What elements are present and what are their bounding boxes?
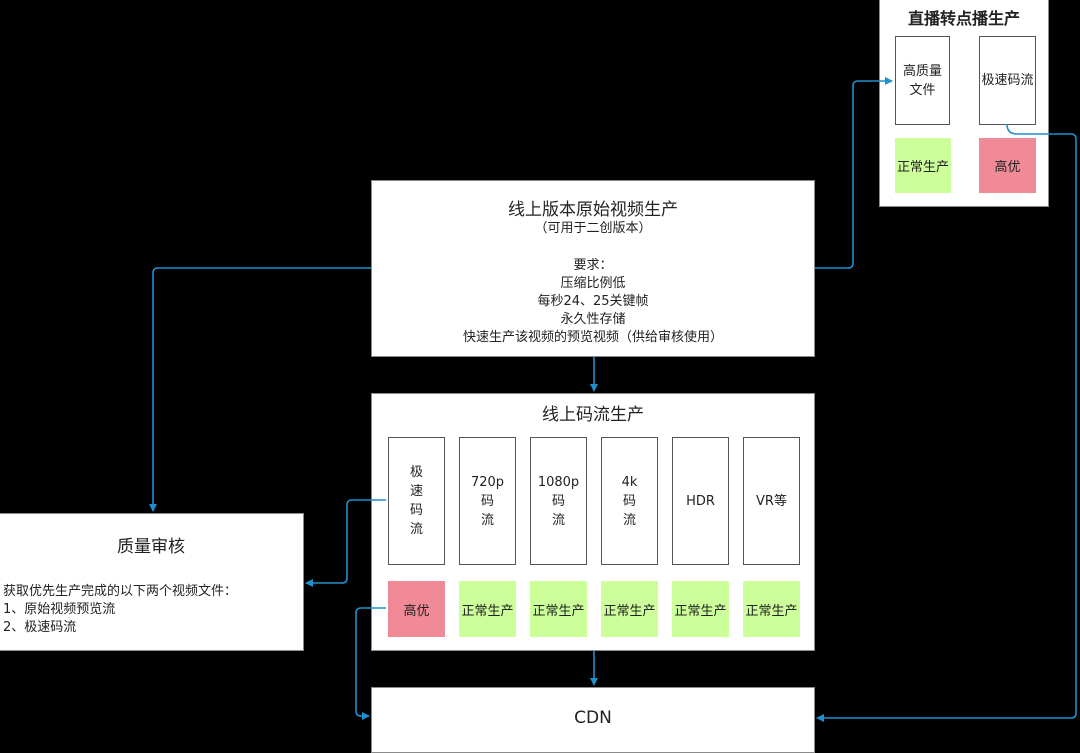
- high-quality-file-label-1: 高质量: [902, 63, 942, 79]
- quality-review-box: 质量审核 获取优先生产完成的以下两个视频文件： 1、原始视频预览流 2、极速码流: [0, 513, 304, 651]
- high-quality-file-node: 高质量 文件: [895, 36, 950, 125]
- source-video-production-box: 线上版本原始视频生产 （可用于二创版本） 要求： 压缩比例低 每秒24、25关键…: [371, 180, 815, 357]
- stream-label: 流: [622, 512, 636, 528]
- quality-review-line-2: 1、原始视频预览流: [3, 602, 116, 617]
- stream-label: 码: [409, 503, 423, 518]
- stream-label: 速: [409, 484, 423, 499]
- normal-priority-tag-720p: 正常生产: [459, 581, 516, 637]
- normal-priority-tag-1080p: 正常生产: [530, 581, 587, 637]
- arrow-top-fast-stream-to-cdn: [816, 123, 1077, 722]
- requirements-label: 要求：: [573, 258, 613, 273]
- stream-node-1080p: 1080p 码流: [530, 437, 587, 565]
- normal-priority-tag-vr: 正常生产: [743, 581, 800, 637]
- stream-label: 码: [622, 493, 636, 509]
- source-video-subtitle: （可用于二创版本）: [534, 221, 652, 236]
- live-to-vod-title: 直播转点播生产: [907, 9, 1020, 28]
- requirement-4: 快速生产该视频的预览视频（供给审核使用）: [462, 330, 723, 345]
- stream-node-hdr: HDR: [672, 437, 729, 565]
- stream-label: HDR: [686, 493, 715, 509]
- stream-node-fast: 极速码流: [388, 437, 445, 565]
- stream-production-title: 线上码流生产: [542, 405, 644, 425]
- stream-label: 极: [409, 465, 423, 480]
- stream-label: 4k: [621, 474, 638, 490]
- stream-label: 720p: [470, 474, 505, 490]
- normal-priority-tag-top: 正常生产: [895, 138, 951, 193]
- stream-label: 流: [409, 522, 423, 537]
- stream-node-720p: 720p 码流: [459, 437, 516, 565]
- stream-label: 流: [480, 512, 494, 528]
- source-video-title: 线上版本原始视频生产: [508, 200, 678, 220]
- quality-review-line-3: 2、极速码流: [3, 620, 77, 635]
- stream-label: 1080p: [537, 474, 580, 490]
- stream-label: 流: [551, 512, 565, 528]
- requirement-1: 压缩比例低: [560, 276, 626, 291]
- requirement-2: 每秒24、25关键帧: [537, 294, 649, 309]
- arrow-source-to-review: [149, 267, 371, 512]
- requirement-3: 永久性存储: [560, 312, 626, 327]
- cdn-box: CDN: [371, 687, 815, 753]
- quality-review-line-1: 获取优先生产完成的以下两个视频文件：: [3, 584, 238, 599]
- high-priority-tag-top: 高优: [979, 138, 1036, 193]
- stream-node-vr: VR等: [743, 437, 800, 565]
- fast-stream-node-top: 极速码流: [979, 36, 1036, 125]
- stream-label: VR等: [756, 493, 787, 509]
- stream-label: 码: [480, 493, 494, 509]
- high-priority-tag-fast: 高优: [388, 581, 445, 637]
- live-to-vod-box: 直播转点播生产 高质量 文件 极速码流 正常生产 高优: [879, 0, 1049, 207]
- quality-review-title: 质量审核: [117, 537, 185, 557]
- high-quality-file-label-2: 文件: [909, 82, 936, 98]
- stream-label: 码: [551, 493, 565, 509]
- normal-priority-tag-hdr: 正常生产: [672, 581, 729, 637]
- cdn-label: CDN: [574, 708, 612, 728]
- stream-node-4k: 4k 码流: [601, 437, 658, 565]
- normal-priority-tag-4k: 正常生产: [601, 581, 658, 637]
